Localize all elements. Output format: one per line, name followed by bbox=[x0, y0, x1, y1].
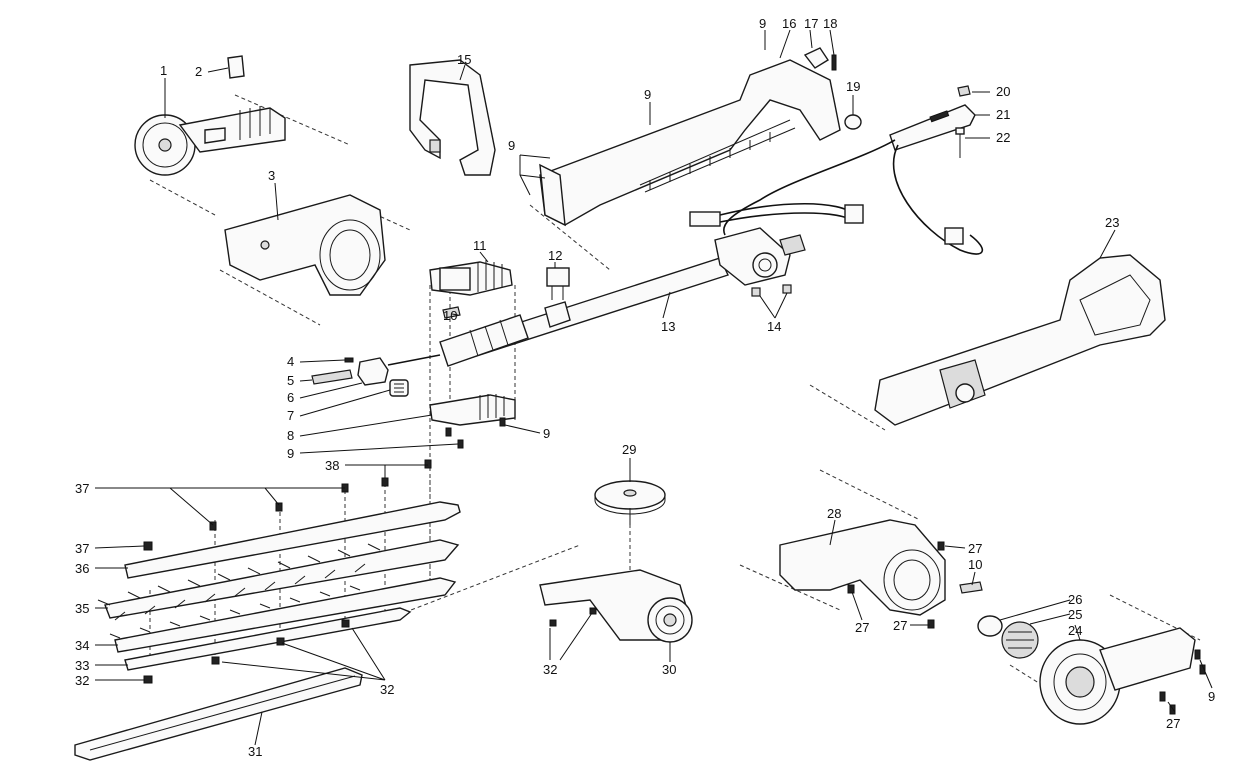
label-13: 13 bbox=[661, 319, 675, 334]
part-22-screw bbox=[955, 127, 965, 158]
part-2-label bbox=[227, 55, 245, 79]
label-23: 23 bbox=[1105, 215, 1119, 230]
part-20-small-plate bbox=[957, 85, 971, 97]
leader-lines bbox=[94, 29, 1213, 746]
part-34-lower-blade bbox=[109, 577, 457, 653]
label-9-d: 9 bbox=[644, 87, 651, 102]
label-21: 21 bbox=[996, 107, 1010, 122]
part-1-gear-assembly bbox=[134, 106, 286, 176]
part-18-pin bbox=[831, 54, 837, 71]
label-37-b: 37 bbox=[75, 481, 89, 496]
label-12: 12 bbox=[548, 248, 562, 263]
label-10-a: 10 bbox=[443, 308, 457, 323]
label-11: 11 bbox=[473, 238, 487, 253]
label-27-b: 27 bbox=[855, 620, 869, 635]
label-7: 7 bbox=[287, 408, 294, 423]
part-15-front-handle bbox=[409, 59, 496, 176]
part-30-gearbox bbox=[539, 569, 693, 643]
label-10-b: 10 bbox=[968, 557, 982, 572]
part-5-terminal bbox=[311, 369, 353, 385]
label-27-d: 27 bbox=[1166, 716, 1180, 731]
label-6: 6 bbox=[287, 390, 294, 405]
label-27-a: 27 bbox=[968, 541, 982, 556]
label-18: 18 bbox=[823, 16, 837, 31]
blade-fasteners bbox=[143, 459, 432, 684]
label-31: 31 bbox=[248, 744, 262, 759]
label-9-b: 9 bbox=[543, 426, 550, 441]
part-17-clip bbox=[803, 47, 829, 69]
part-10-plate-right bbox=[959, 581, 983, 594]
label-22: 22 bbox=[996, 130, 1010, 145]
part-14-coupling bbox=[714, 227, 806, 297]
label-32-c: 32 bbox=[75, 673, 89, 688]
part-12-block bbox=[546, 267, 570, 300]
label-28: 28 bbox=[827, 506, 841, 521]
label-37-a: 37 bbox=[75, 541, 89, 556]
label-30: 30 bbox=[662, 662, 676, 677]
label-9-f: 9 bbox=[1208, 689, 1215, 704]
part-19-cap bbox=[844, 114, 862, 130]
label-26: 26 bbox=[1068, 592, 1082, 607]
part-11-mount bbox=[429, 260, 513, 296]
part-number-labels: 1 2 3 4 5 6 7 8 9 9 9 9 9 9 10 10 11 12 … bbox=[75, 16, 1215, 759]
label-25: 25 bbox=[1068, 607, 1082, 622]
label-9-e: 9 bbox=[759, 16, 766, 31]
label-35: 35 bbox=[75, 601, 89, 616]
label-8: 8 bbox=[287, 428, 294, 443]
label-38: 38 bbox=[325, 458, 339, 473]
part-26-bushing bbox=[977, 615, 1003, 637]
label-34: 34 bbox=[75, 638, 89, 653]
part-24-drive-housing bbox=[1039, 627, 1206, 725]
label-9-c: 9 bbox=[508, 138, 515, 153]
part-10-plate bbox=[442, 306, 461, 319]
label-4: 4 bbox=[287, 354, 294, 369]
part-8-mount bbox=[429, 394, 516, 449]
label-15: 15 bbox=[457, 52, 471, 67]
wiring-harness bbox=[689, 139, 984, 255]
label-1: 1 bbox=[160, 63, 167, 78]
label-20: 20 bbox=[996, 84, 1010, 99]
part-25-filter bbox=[1001, 621, 1039, 659]
part-4-screw bbox=[344, 357, 354, 363]
label-32-b: 32 bbox=[380, 682, 394, 697]
label-16: 16 bbox=[782, 16, 796, 31]
label-29: 29 bbox=[622, 442, 636, 457]
part-36-upper-bar bbox=[124, 501, 461, 579]
label-3: 3 bbox=[268, 168, 275, 183]
label-9-a: 9 bbox=[287, 446, 294, 461]
part-21-switch bbox=[889, 104, 976, 151]
part-31-sheath bbox=[74, 667, 363, 761]
part-33-lower-bar bbox=[124, 607, 412, 671]
part-23-rear-handle bbox=[874, 254, 1166, 426]
label-24: 24 bbox=[1068, 623, 1082, 638]
part-13-shaft bbox=[439, 257, 729, 367]
label-2: 2 bbox=[195, 64, 202, 79]
label-19: 19 bbox=[846, 79, 860, 94]
label-5: 5 bbox=[287, 373, 294, 388]
label-32-a: 32 bbox=[543, 662, 557, 677]
part-6-connector bbox=[357, 354, 441, 386]
part-3-housing bbox=[224, 194, 386, 296]
part-16-main-housing bbox=[539, 59, 841, 227]
part-29-disk bbox=[594, 480, 666, 525]
part-28-gear-cover bbox=[779, 519, 946, 629]
label-36: 36 bbox=[75, 561, 89, 576]
label-14: 14 bbox=[767, 319, 781, 334]
label-17: 17 bbox=[804, 16, 818, 31]
label-33: 33 bbox=[75, 658, 89, 673]
part-35-upper-blade bbox=[97, 539, 460, 621]
label-27-c: 27 bbox=[893, 618, 907, 633]
part-7-cap bbox=[389, 379, 409, 397]
